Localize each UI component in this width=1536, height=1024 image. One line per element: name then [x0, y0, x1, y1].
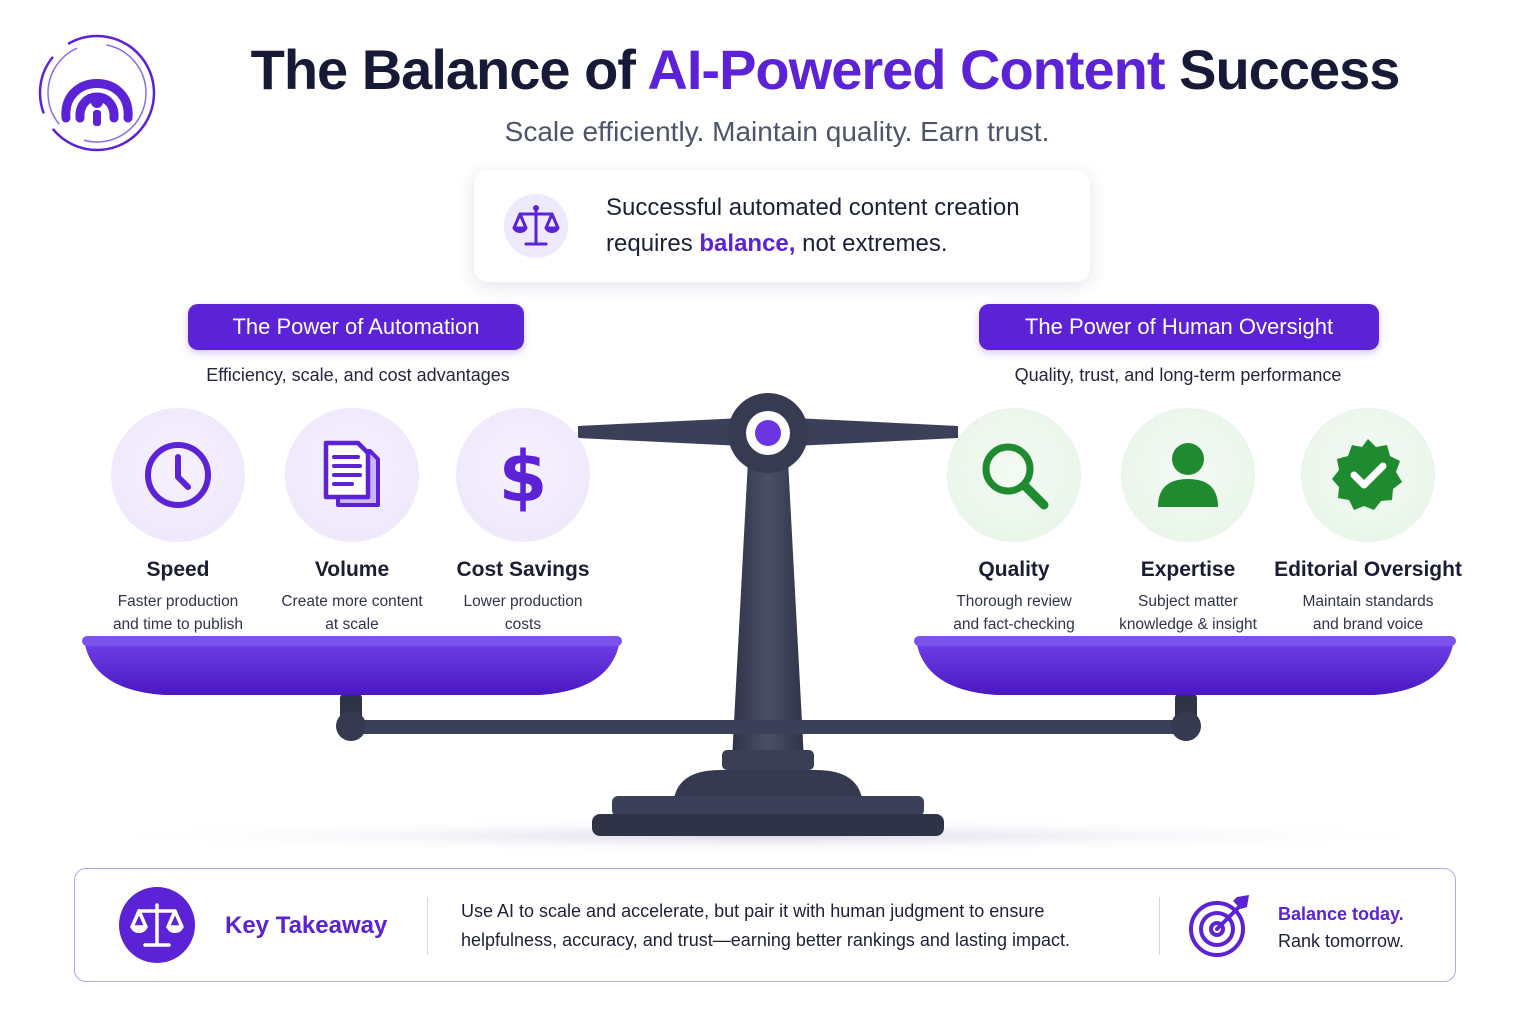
magnifier-icon — [982, 443, 1049, 510]
brand-logo-icon — [38, 34, 156, 152]
automation-subheading: Efficiency, scale, and cost advantages — [206, 365, 510, 385]
page-subtitle: Scale efficiently. Maintain quality. Ear… — [504, 116, 1050, 147]
verified-badge-icon — [1332, 439, 1402, 510]
automation-heading: The Power of Automation — [188, 304, 524, 350]
scales-icon — [512, 205, 560, 246]
scales-icon — [130, 903, 184, 947]
takeaway-cta: Balance today. Rank tomorrow. — [1278, 901, 1404, 955]
documents-icon — [323, 440, 380, 507]
cta-line-1: Balance today. — [1278, 904, 1404, 924]
svg-text:$: $ — [499, 436, 548, 515]
takeaway-message: Use AI to scale and accelerate, but pair… — [461, 901, 1070, 950]
feature-name: Volume — [314, 558, 390, 581]
divider — [427, 897, 428, 955]
feature-name: Quality — [978, 558, 1050, 581]
target-icon — [1189, 895, 1249, 957]
dollar-icon: $ — [499, 436, 548, 515]
takeaway-badge — [119, 887, 195, 963]
title-accent: AI-Powered Content — [647, 38, 1165, 101]
intro-text: Successful automated content creation re… — [606, 194, 1020, 257]
scales-badge — [504, 194, 568, 258]
divider — [1159, 897, 1160, 955]
clock-icon — [145, 442, 211, 508]
page-title: The Balance of AI-Powered Content Succes… — [250, 38, 1401, 101]
oversight-heading: The Power of Human Oversight — [979, 304, 1379, 350]
feature-name: Speed — [146, 558, 210, 581]
cta-line-2: Rank tomorrow. — [1278, 931, 1405, 951]
feature-name: Cost Savings — [456, 558, 590, 581]
feature-name: Expertise — [1140, 558, 1236, 581]
intro-card: Successful automated content creation re… — [474, 170, 1090, 282]
key-takeaway-box: Key Takeaway Use AI to scale and acceler… — [74, 868, 1456, 982]
feature-name: Editorial Oversight — [1274, 558, 1462, 581]
person-icon — [1158, 443, 1218, 507]
intro-highlight: balance, — [699, 230, 796, 257]
oversight-subheading: Quality, trust, and long-term performanc… — [1014, 365, 1342, 385]
takeaway-label: Key Takeaway — [225, 912, 388, 939]
